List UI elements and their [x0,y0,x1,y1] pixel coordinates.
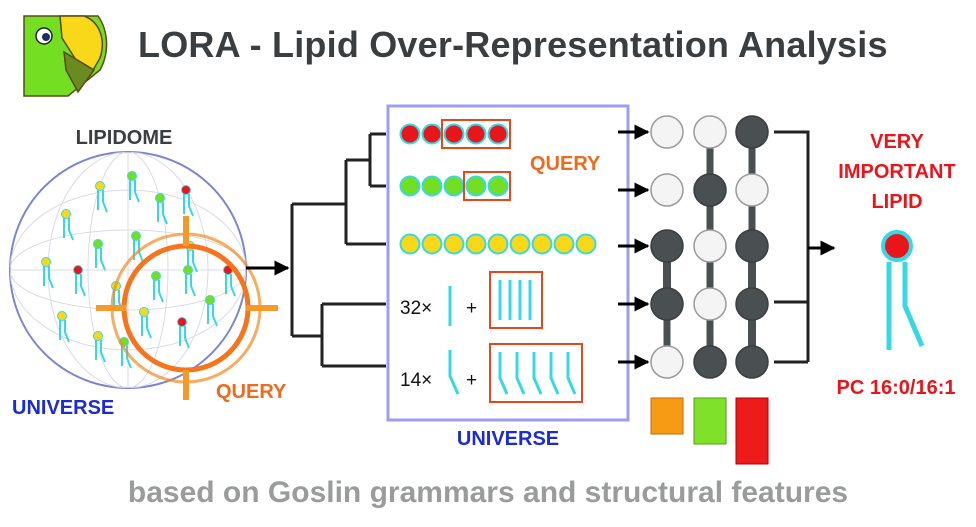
orange-bar [650,397,684,435]
yellow-lipid-dot [575,233,597,255]
plus-row-5: + [466,370,477,391]
vip-line-3: LIPID [871,191,922,213]
red-lipid-dot [399,123,421,145]
yellow-lipid-dot [509,233,531,255]
green-lipid-dot [399,175,421,197]
small-lipid-icon [93,331,106,363]
green-lipid-dot [465,175,487,197]
small-lipid-icon [61,209,74,241]
small-lipid-icon [205,295,218,327]
yellow-lipid-dot [421,233,443,255]
vip-line-2: IMPORTANT [838,161,955,183]
row-arrows [618,124,650,370]
dendrogram [290,132,386,368]
universe-label-left: UNIVERSE [12,397,114,419]
red-lipid-dot [443,123,465,145]
count-row-4: 32× [400,298,432,319]
yellow-lipid-dot [399,233,421,255]
lipidome-molecules [41,171,236,369]
empty-node [693,229,727,263]
query-box-label: QUERY [530,153,601,175]
small-lipid-icon [57,311,70,343]
query-highlight-box [463,171,511,201]
query-highlight-box [441,119,511,149]
small-lipid-icon [139,307,152,339]
small-lipid-icon [73,265,86,297]
filled-node [650,229,684,263]
crosshair-target-icon [96,216,278,400]
unsaturated-chain-group [448,343,583,403]
green-bar [693,397,727,445]
empty-node [735,173,769,207]
filled-node [735,287,769,321]
empty-node [650,345,684,379]
merge-bracket [774,130,810,364]
saturated-chain-group [448,271,543,329]
empty-node [693,115,727,149]
lipidome-label: LIPIDOME [76,127,173,149]
vip-line-1: VERY [870,131,924,153]
yellow-lipid-dot [443,233,465,255]
empty-node [693,287,727,321]
small-lipid-icon [183,265,196,297]
small-lipid-icon [177,317,190,349]
plus-row-4: + [466,298,477,319]
green-lipid-dot [443,175,465,197]
filled-node [693,173,727,207]
query-label-left: QUERY [216,381,287,403]
small-lipid-icon [41,257,54,289]
empty-node [650,115,684,149]
small-lipid-icon [93,239,106,271]
feature-network [650,115,769,379]
yellow-lipid-dot [465,233,487,255]
red-lipid-dot [465,123,487,145]
filled-node [693,345,727,379]
count-row-5: 14× [400,370,432,391]
yellow-lipid-dot [531,233,553,255]
yellow-lipid-dot [553,233,575,255]
lipid-class-rows [399,119,597,255]
footer-subtitle: based on Goslin grammars and structural … [127,476,849,509]
small-lipid-icon [181,185,194,217]
lipid-name: PC 16:0/16:1 [837,377,956,399]
red-bar [735,397,769,465]
filled-node [735,229,769,263]
small-lipid-icon [155,193,168,225]
universe-box [386,104,630,422]
page-title: LORA - Lipid Over-Representation Analysi… [138,24,888,65]
empty-node [650,173,684,207]
filled-node [735,115,769,149]
green-lipid-dot [487,175,509,197]
filled-node [650,287,684,321]
green-lipid-dot [421,175,443,197]
filled-node [735,345,769,379]
red-lipid-dot [421,123,443,145]
small-lipid-icon [95,181,108,213]
parrot-logo-icon [23,15,108,97]
small-lipid-icon [127,171,140,203]
small-lipid-icon [151,271,164,303]
red-lipid-dot [487,123,509,145]
yellow-lipid-dot [487,233,509,255]
lipid-molecule-icon [881,230,925,350]
universe-box-label: UNIVERSE [457,428,559,450]
